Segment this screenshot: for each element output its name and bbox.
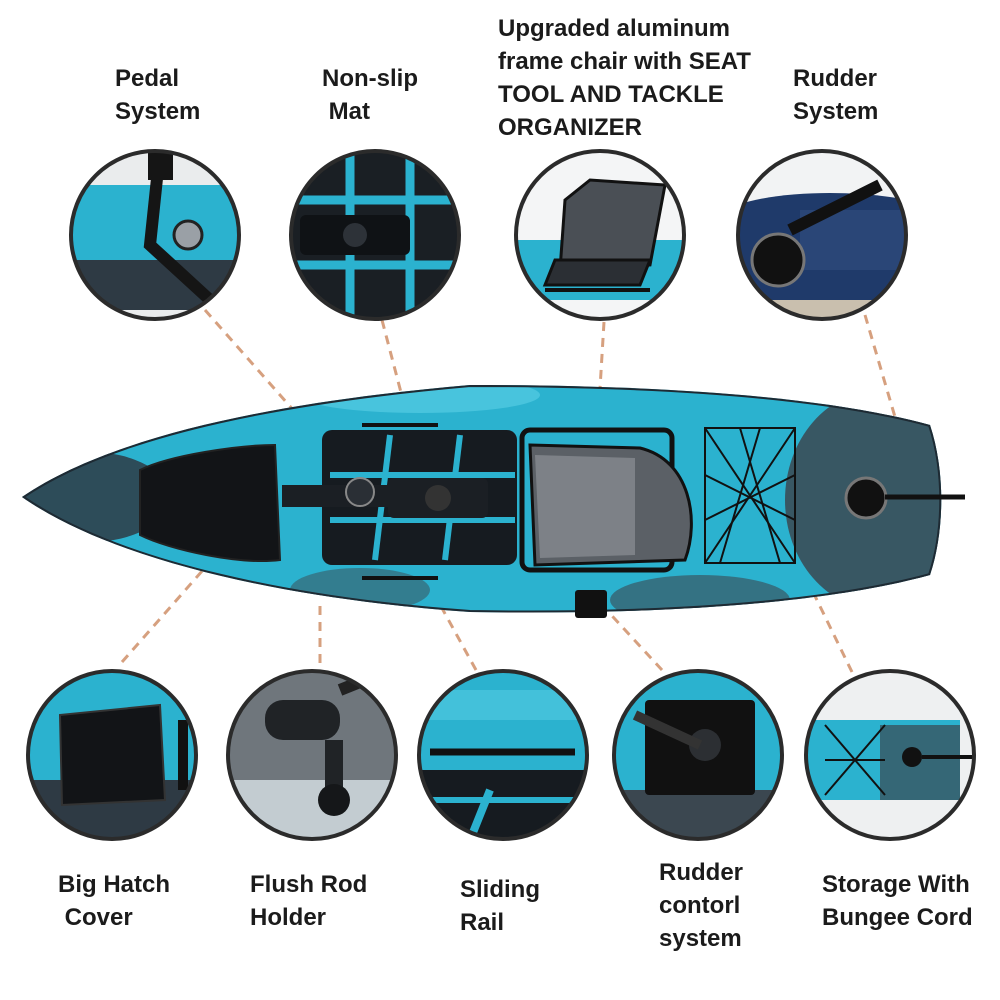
leader-rudder <box>863 314 917 486</box>
kayak-hull <box>22 385 942 613</box>
label-flush-rod-holder: Flush Rod Holder <box>250 871 368 931</box>
leader-seat <box>594 321 606 456</box>
detail-circle-mat <box>291 151 459 319</box>
leader-pedal <box>203 309 357 481</box>
leader-hatch <box>120 544 227 663</box>
detail-circle-pedal <box>71 151 239 319</box>
detail-circle-seat <box>516 151 684 319</box>
label-rudder-system: Rudder System <box>793 65 879 125</box>
leader-lines <box>120 309 917 673</box>
detail-circle-storage <box>806 671 974 839</box>
detail-circle-hatch <box>28 671 196 839</box>
detail-circle-rudder <box>738 151 906 319</box>
leader-storage <box>793 554 854 673</box>
label-pedal-system: Pedal System <box>115 65 201 125</box>
label-rudder-control-system: Rudder contorl system <box>659 859 743 952</box>
detail-circle-rod <box>228 671 396 839</box>
leader-rail <box>430 589 478 671</box>
label-sliding-rail: Sliding Rail <box>460 876 540 936</box>
leader-rudder-control <box>600 603 664 672</box>
kayak-seat <box>528 443 693 567</box>
kayak-seat-frame <box>519 427 675 573</box>
label-seat: Upgraded aluminum frame chair with SEAT … <box>498 15 751 141</box>
detail-circle-rail <box>419 671 587 839</box>
deck-mat <box>322 430 517 565</box>
rudder-control-box <box>575 590 607 618</box>
hatch-cover <box>139 443 282 562</box>
detail-circle-rudder-control <box>614 671 782 839</box>
pedal-drive <box>282 485 392 507</box>
bungee-cord <box>704 427 796 564</box>
label-storage-bungee-cord: Storage With Bungee Cord <box>822 871 973 931</box>
label-non-slip-mat: Non-slip Mat <box>322 65 418 125</box>
leader-mat <box>380 319 422 466</box>
label-big-hatch-cover: Big Hatch Cover <box>58 871 171 931</box>
rudder-mount <box>844 476 888 520</box>
